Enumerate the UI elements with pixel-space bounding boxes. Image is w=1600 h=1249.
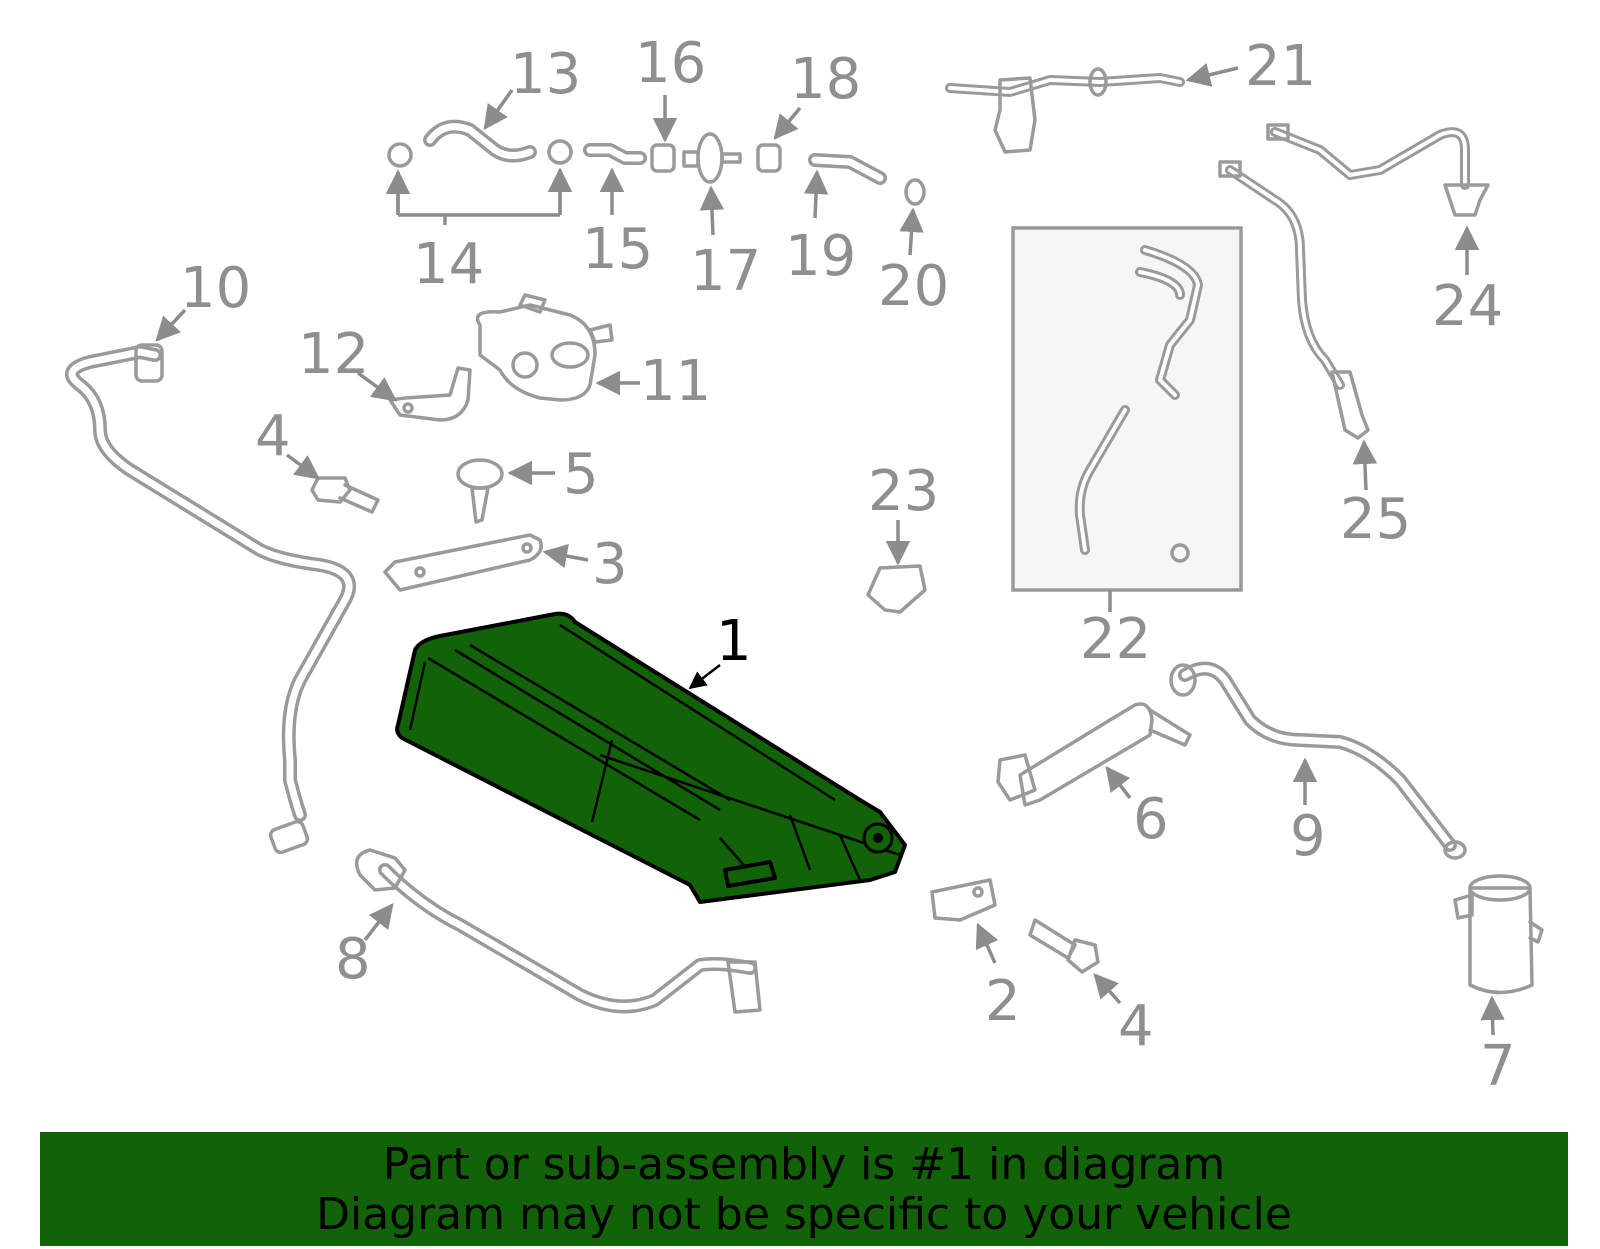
part-7-filter xyxy=(1453,874,1544,995)
callout-25: 25 xyxy=(1340,487,1411,552)
arrow-18 xyxy=(773,106,802,140)
part-21-tube xyxy=(945,67,1185,154)
arrow-2 xyxy=(975,922,999,964)
callout-8: 8 xyxy=(335,927,371,992)
part-11-valve xyxy=(475,293,614,402)
part-24-sensor xyxy=(1266,123,1490,217)
arrow-25 xyxy=(1352,439,1378,491)
callout-21: 21 xyxy=(1245,34,1316,99)
callout-4-lower: 4 xyxy=(1118,994,1154,1059)
part-18-clamp xyxy=(756,143,782,173)
callout-13: 13 xyxy=(510,42,581,107)
callout-7: 7 xyxy=(1480,1034,1516,1099)
part-25-sensor xyxy=(1218,160,1370,440)
leader-arrows xyxy=(155,62,1505,1036)
arrow-4a xyxy=(285,453,320,480)
arrow-3 xyxy=(542,543,589,569)
info-banner: Part or sub-assembly is #1 in diagram Di… xyxy=(40,1132,1568,1246)
part-1-canister xyxy=(395,611,907,904)
arrow-20 xyxy=(899,207,924,256)
callout-6: 6 xyxy=(1133,787,1169,852)
callout-18: 18 xyxy=(790,47,861,112)
part-16-clamp xyxy=(650,143,676,173)
arrow-17 xyxy=(699,185,725,236)
callout-10: 10 xyxy=(180,256,251,321)
callout-3: 3 xyxy=(592,532,628,597)
part-4-bolt-lower xyxy=(1028,918,1100,974)
callout-23: 23 xyxy=(868,459,939,524)
part-6-component xyxy=(996,702,1192,807)
callout-24: 24 xyxy=(1432,274,1503,339)
arrow-19 xyxy=(803,169,829,219)
arrow-21 xyxy=(1185,62,1239,87)
arrow-4b xyxy=(1093,973,1122,1005)
arrow-8 xyxy=(363,903,394,942)
part-22-kit-box xyxy=(1011,226,1243,592)
callout-labels: 1 2 3 4 4 5 6 7 8 9 10 11 12 13 14 15 16… xyxy=(180,31,1516,1099)
callout-12: 12 xyxy=(298,322,369,387)
bracket-14 xyxy=(396,170,562,225)
callout-9: 9 xyxy=(1290,804,1326,869)
callout-15: 15 xyxy=(582,217,653,282)
part-13-hose xyxy=(423,119,537,163)
arrow-1 xyxy=(688,664,721,690)
callout-14: 14 xyxy=(413,232,484,297)
part-20-clamp xyxy=(904,178,926,206)
part-4-bolt-upper xyxy=(310,476,380,514)
part-5-screw xyxy=(456,458,504,524)
part-2-bracket xyxy=(930,878,997,922)
callout-17: 17 xyxy=(690,239,761,304)
part-10-fuel-tube xyxy=(65,343,357,855)
arrow-12 xyxy=(356,371,397,402)
callout-20: 20 xyxy=(878,254,949,319)
part-14-clamps xyxy=(387,139,573,168)
callout-1: 1 xyxy=(716,609,752,674)
arrow-6 xyxy=(1105,766,1132,800)
callout-19: 19 xyxy=(785,224,856,289)
part-3-bracket xyxy=(383,533,543,592)
arrow-13 xyxy=(483,88,514,130)
part-17-valve xyxy=(682,132,742,184)
banner-line-2: Diagram may not be specific to your vehi… xyxy=(316,1189,1292,1240)
part-8-tube xyxy=(354,848,762,1014)
part-12-bracket xyxy=(388,366,472,422)
part-15-hose xyxy=(583,143,647,165)
part-23-clip xyxy=(866,564,927,614)
callout-16: 16 xyxy=(635,31,706,96)
part-19-hose xyxy=(808,153,887,185)
callout-11: 11 xyxy=(640,349,711,414)
callout-5: 5 xyxy=(563,442,599,507)
arrow-10 xyxy=(155,308,187,342)
banner-line-1: Part or sub-assembly is #1 in diagram xyxy=(382,1139,1226,1190)
part-9-tube xyxy=(1169,661,1467,860)
callout-22: 22 xyxy=(1080,607,1151,672)
arrow-7 xyxy=(1480,995,1505,1036)
callout-2: 2 xyxy=(985,969,1021,1034)
callout-4-upper: 4 xyxy=(255,404,291,469)
